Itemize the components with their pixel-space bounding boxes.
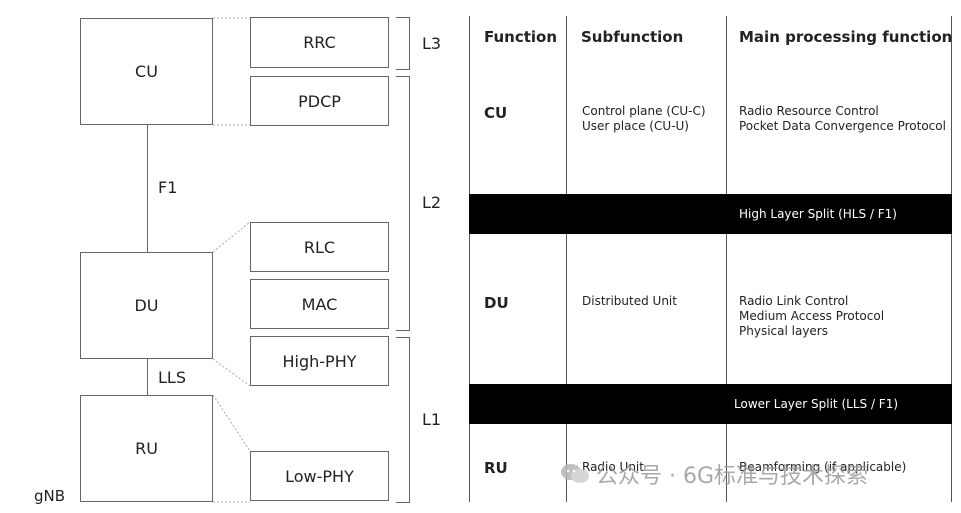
watermark-text: 公众号 · 6G标准与技术探索 <box>596 464 869 489</box>
header-subfunction: Subfunction <box>581 28 684 46</box>
table-left-border <box>469 16 470 502</box>
table-right-border <box>951 16 952 502</box>
du-main-line: Medium Access Protocol <box>739 309 885 323</box>
row-ru-subfunction: Radio Unit <box>582 460 644 475</box>
du-label: DU <box>134 296 159 315</box>
f1-interface-label: F1 <box>158 178 178 197</box>
rlc-box: RLC <box>250 222 389 272</box>
ru-low-phy-top-mapping-line <box>212 394 251 452</box>
l1-label: L1 <box>422 410 442 429</box>
l3-bracket <box>396 17 410 70</box>
hls-band-label: High Layer Split (HLS / F1) <box>739 207 897 221</box>
mac-label: MAC <box>301 294 338 314</box>
ru-label: RU <box>135 439 158 458</box>
l2-label: L2 <box>422 193 442 212</box>
row-cu-function: CU <box>484 104 508 122</box>
l2-bracket <box>396 76 410 331</box>
pdcp-label: PDCP <box>298 91 341 111</box>
row-du-subfunction: Distributed Unit <box>582 294 677 309</box>
cu-main-line: Radio Resource Control <box>739 104 879 118</box>
header-main-processing: Main processing function <box>739 28 953 46</box>
pdcp-box: PDCP <box>250 76 389 126</box>
lls-interface-label: LLS <box>158 368 186 387</box>
cu-main-line: Pocket Data Convergence Protocol <box>739 119 946 133</box>
mac-box: MAC <box>250 279 389 329</box>
lls-connector <box>147 359 148 395</box>
high-phy-box: High-PHY <box>250 336 389 386</box>
header-function: Function <box>484 28 558 46</box>
ru-node: RU <box>80 395 213 502</box>
row-cu-subfunction: Control plane (CU-C) User place (CU-U) <box>582 104 706 134</box>
rrc-box: RRC <box>250 17 389 68</box>
low-phy-box: Low-PHY <box>250 451 389 501</box>
watermark: 公众号 · 6G标准与技术探索 <box>560 458 868 490</box>
cu-label: CU <box>135 62 158 81</box>
ru-subfunction-line: Radio Unit <box>582 460 644 474</box>
l1-bracket <box>396 337 410 503</box>
low-phy-label: Low-PHY <box>285 466 354 486</box>
table-divider-1 <box>566 16 567 502</box>
f1-connector <box>147 125 148 252</box>
row-du-main: Radio Link Control Medium Access Protoco… <box>739 294 884 339</box>
cu-subfunction-line: User place (CU-U) <box>582 119 689 133</box>
du-main-line: Radio Link Control <box>739 294 849 308</box>
row-cu-main: Radio Resource Control Pocket Data Conve… <box>739 104 946 134</box>
cu-subfunction-line: Control plane (CU-C) <box>582 104 706 118</box>
rrc-label: RRC <box>303 33 336 52</box>
du-subfunction-line: Distributed Unit <box>582 294 677 308</box>
table-divider-2 <box>726 16 727 502</box>
row-du-function: DU <box>484 294 509 312</box>
gnb-label: gNB <box>34 487 66 505</box>
du-high-phy-mapping-line <box>212 358 251 387</box>
du-node: DU <box>80 252 213 359</box>
rlc-label: RLC <box>303 237 336 257</box>
l3-label: L3 <box>422 34 442 53</box>
du-main-line: Physical layers <box>739 324 828 338</box>
hls-band: High Layer Split (HLS / F1) <box>469 194 952 234</box>
lls-band: Lower Layer Split (LLS / F1) <box>469 384 952 424</box>
row-ru-main: Beamforming (if applicable) <box>739 460 906 475</box>
high-phy-label: High-PHY <box>282 351 357 371</box>
ru-main-line: Beamforming (if applicable) <box>739 460 907 474</box>
lls-band-label: Lower Layer Split (LLS / F1) <box>734 397 899 411</box>
row-ru-function: RU <box>484 459 508 477</box>
du-rlc-mapping-line <box>212 221 251 253</box>
wechat-icon <box>561 464 589 483</box>
cu-node: CU <box>80 18 213 125</box>
